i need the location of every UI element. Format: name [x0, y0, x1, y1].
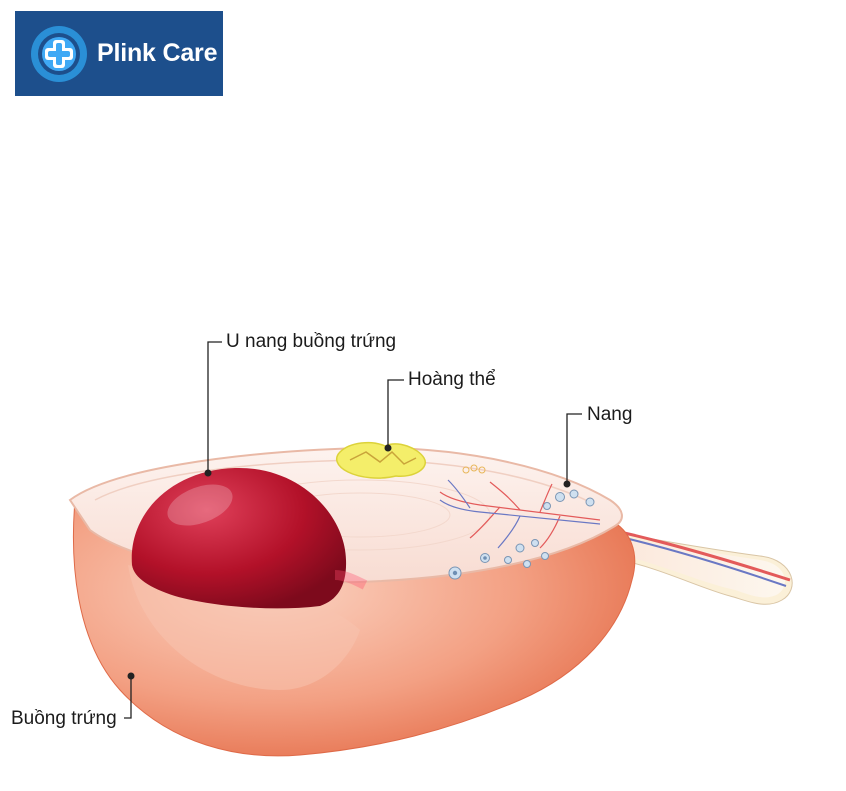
brand-name: Plink Care [97, 39, 218, 67]
cross-shield-icon [31, 25, 87, 82]
label-ovarian-cyst: U nang buồng trứng [226, 331, 397, 352]
label-corpus-luteum: Hoàng thể [408, 369, 496, 390]
cyst-shadow-glow [334, 570, 368, 590]
blood-vessels [439, 479, 601, 549]
label-ovary: Buồng trứng [11, 708, 117, 729]
plink-care-logo: Plink Care [15, 11, 223, 96]
corpus-luteum-vessels [349, 450, 417, 465]
ovarian-cyst [131, 467, 347, 609]
ligament-inner [605, 534, 785, 598]
label-follicle: Nang [587, 404, 633, 425]
cyst-highlight [167, 484, 233, 526]
follicles [448, 489, 595, 580]
corpus-albicans [462, 464, 486, 474]
callout-dots [127, 444, 571, 680]
callout-lines [124, 341, 582, 719]
